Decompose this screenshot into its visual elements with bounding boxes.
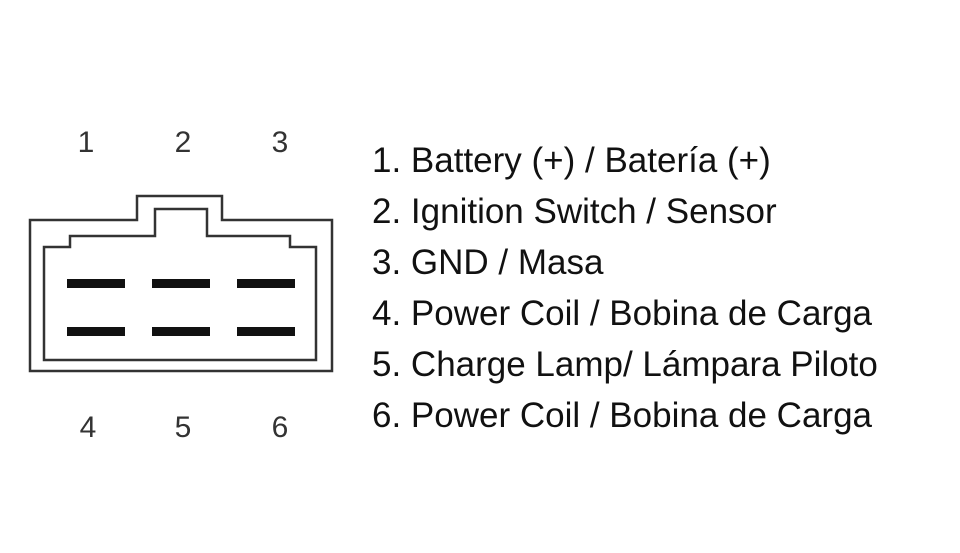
pin-number-2: 2	[175, 126, 192, 159]
pin-number-1: 1	[78, 126, 95, 159]
legend-line-6: 6. Power Coil / Bobina de Carga	[372, 396, 873, 435]
terminal-slot-4	[67, 327, 125, 336]
terminal-slot-1	[67, 279, 125, 288]
legend-line-2: 2. Ignition Switch / Sensor	[372, 192, 777, 231]
connector-housing-inner	[42, 207, 318, 362]
terminal-slot-5	[152, 327, 210, 336]
pin-number-6: 6	[272, 411, 289, 444]
pin-number-5: 5	[175, 411, 192, 444]
legend-line-1: 1. Battery (+) / Batería (+)	[372, 141, 771, 180]
legend-line-3: 3. GND / Masa	[372, 243, 604, 282]
pin-legend: 1. Battery (+) / Batería (+) 2. Ignition…	[372, 141, 878, 435]
terminal-slot-6	[237, 327, 295, 336]
pin-number-3: 3	[272, 126, 289, 159]
connector-housing-outer	[28, 194, 334, 373]
pin-number-4: 4	[80, 411, 97, 444]
legend-line-5: 5. Charge Lamp/ Lámpara Piloto	[372, 345, 878, 384]
terminal-slot-2	[152, 279, 210, 288]
terminal-slot-3	[237, 279, 295, 288]
legend-line-4: 4. Power Coil / Bobina de Carga	[372, 294, 873, 333]
